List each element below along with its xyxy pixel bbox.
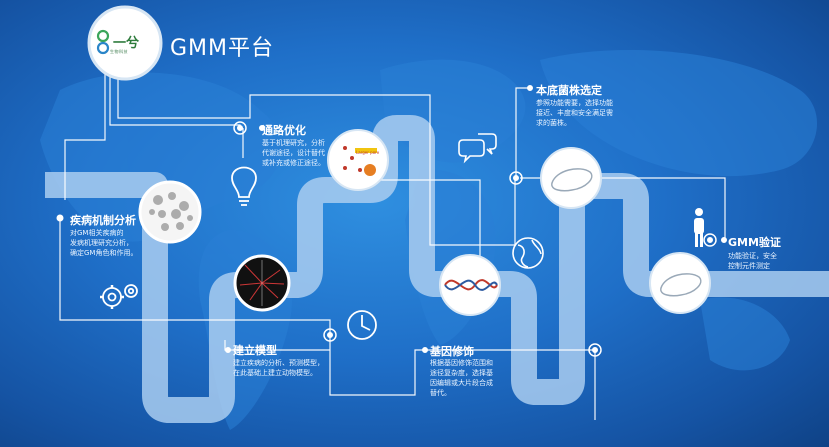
node-validate-title: GMM验证 bbox=[728, 236, 781, 249]
node-strain-title: 本底菌株选定 bbox=[536, 84, 602, 97]
connector-lines bbox=[59, 70, 726, 420]
node-pathway-title: 通路优化 bbox=[262, 124, 306, 137]
page-title: GMM平台 bbox=[170, 36, 275, 61]
node-model-title: 建立模型 bbox=[233, 344, 277, 357]
node-gene-desc: 根据基因修饰范围和 途径复杂度，选择基 因编辑或大片段合成 替代。 bbox=[430, 359, 493, 397]
node-disease-title: 疾病机制分析 bbox=[70, 214, 136, 227]
node-disease-desc: 对GM相关疾病的 发病机理研究分析， 确定GM角色和作用。 bbox=[70, 229, 138, 257]
node-strain-desc: 参照功能需要，选择功能 接近、丰度和安全满足需 求的菌株。 bbox=[536, 99, 613, 127]
reaction-tag-label: Larger pore bbox=[356, 150, 380, 155]
globe-icon bbox=[512, 237, 544, 269]
node-pathway-desc: 基于机理研究，分析 代谢途径，设计替代 或补充或修正途径。 bbox=[262, 139, 325, 167]
node-model-desc: 建立疾病的分析、预测模型， 在此基础上建立动物模型。 bbox=[233, 359, 324, 377]
strain-shape-circle bbox=[540, 147, 602, 209]
logo-subtext: 生物科技 bbox=[110, 49, 128, 54]
chat-icon bbox=[458, 133, 497, 164]
dna-image-circle bbox=[439, 254, 501, 316]
pathway-image-circle bbox=[327, 129, 389, 191]
node-validate-desc: 功能验证，安全 控制元件测定 bbox=[728, 252, 777, 270]
validate-shape-circle bbox=[649, 252, 711, 314]
cell-image-circle bbox=[138, 180, 202, 244]
node-gene-title: 基因修饰 bbox=[430, 345, 474, 358]
lightbulb-icon bbox=[231, 166, 257, 206]
gear-icon bbox=[100, 284, 138, 309]
person-icon bbox=[694, 208, 704, 247]
network-image-circle bbox=[233, 254, 291, 312]
logo-text: 一兮 bbox=[113, 36, 140, 51]
clock-icon bbox=[347, 310, 377, 340]
connector-dots bbox=[56, 85, 727, 357]
logo-badge bbox=[87, 5, 163, 81]
